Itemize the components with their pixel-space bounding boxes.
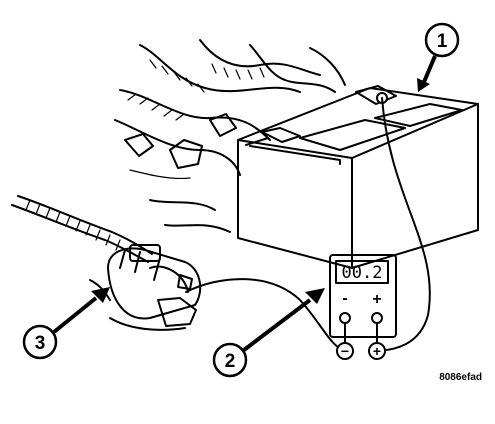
negative-probe-terminal xyxy=(336,342,354,360)
callout-1-number: 1 xyxy=(437,31,448,52)
negative-test-lead xyxy=(185,278,344,351)
callout-1-arrow xyxy=(422,55,437,83)
callout-2: 2 xyxy=(212,288,325,378)
starter-motor xyxy=(11,195,202,331)
meter-reading: 00.2 xyxy=(342,263,383,283)
meter-display xyxy=(335,260,389,284)
callout-3: 3 xyxy=(22,287,110,360)
figure-reference-code: 8086efad xyxy=(439,372,482,383)
meter-plus-label: + xyxy=(372,291,381,308)
callout-2-number: 2 xyxy=(225,351,236,372)
meter-minus-label: - xyxy=(342,290,347,307)
negative-probe-symbol: − xyxy=(341,343,349,359)
callout-3-number: 3 xyxy=(35,333,46,354)
callout-2-arrow xyxy=(242,298,312,352)
callout-3-arrow xyxy=(52,296,98,334)
wiring-harness xyxy=(114,39,346,233)
meter-pos-jack xyxy=(371,312,383,324)
battery xyxy=(237,85,479,269)
digital-multimeter: 00.2 - + − + xyxy=(329,254,397,360)
positive-probe-symbol: + xyxy=(373,343,381,359)
callout-1: 1 xyxy=(417,22,460,92)
positive-probe-terminal xyxy=(368,342,386,360)
positive-test-lead xyxy=(376,97,431,352)
meter-neg-jack xyxy=(339,312,351,324)
